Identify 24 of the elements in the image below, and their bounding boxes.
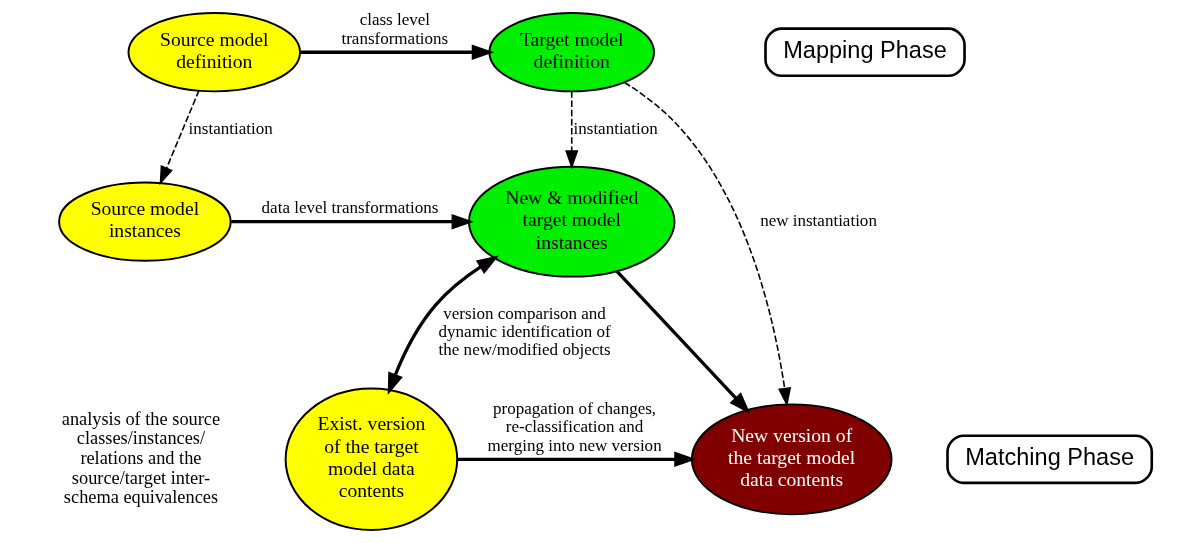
arrow [564, 90, 578, 170]
arrow [615, 270, 750, 414]
arrow [387, 255, 499, 396]
edge-label: instantiation [188, 118, 273, 138]
node-box: Mapping Phase [763, 27, 966, 78]
label: analysis of the source classes/instances/ relations and the source/target inter-schema equivalences [61, 408, 220, 508]
arrow [457, 451, 696, 468]
node-ellipse: Target model definition [487, 12, 655, 93]
node-ellipse: New & modified target model instances [467, 165, 675, 278]
arrow [300, 44, 494, 61]
arrow [230, 213, 474, 230]
node-ellipse: New version of the target model data contents [690, 403, 892, 516]
arrow [623, 81, 791, 407]
node-ellipse: Source model instances [57, 181, 232, 262]
arrow [159, 89, 200, 186]
edge-label: class level transformations [340, 10, 448, 48]
node-box: Matching Phase [945, 434, 1153, 485]
edge-label: new instantiation [759, 211, 877, 231]
edge-label: propagation of changes, re-classification and merging into new version [487, 398, 662, 455]
node-ellipse: Source model definition [127, 12, 301, 93]
edge-label: data level transformations [261, 198, 438, 218]
node-ellipse: Exist. version of the target model data contents [284, 387, 458, 531]
edge-label: version comparison and dynamic identification of the new/modified objects [438, 303, 611, 360]
edge-label: instantiation [573, 118, 658, 138]
